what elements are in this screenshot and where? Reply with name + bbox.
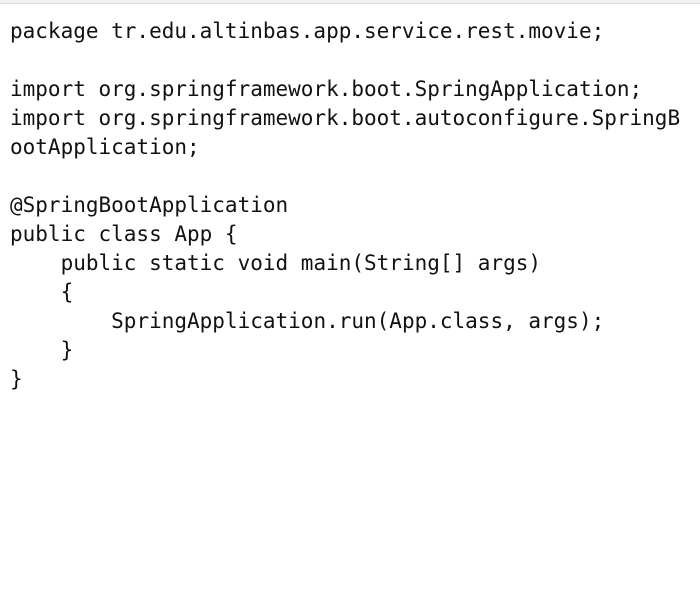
top-chrome-strip [0, 0, 700, 4]
code-text[interactable]: package tr.edu.altinbas.app.service.rest… [10, 19, 681, 391]
code-pane[interactable]: package tr.edu.altinbas.app.service.rest… [0, 5, 700, 613]
